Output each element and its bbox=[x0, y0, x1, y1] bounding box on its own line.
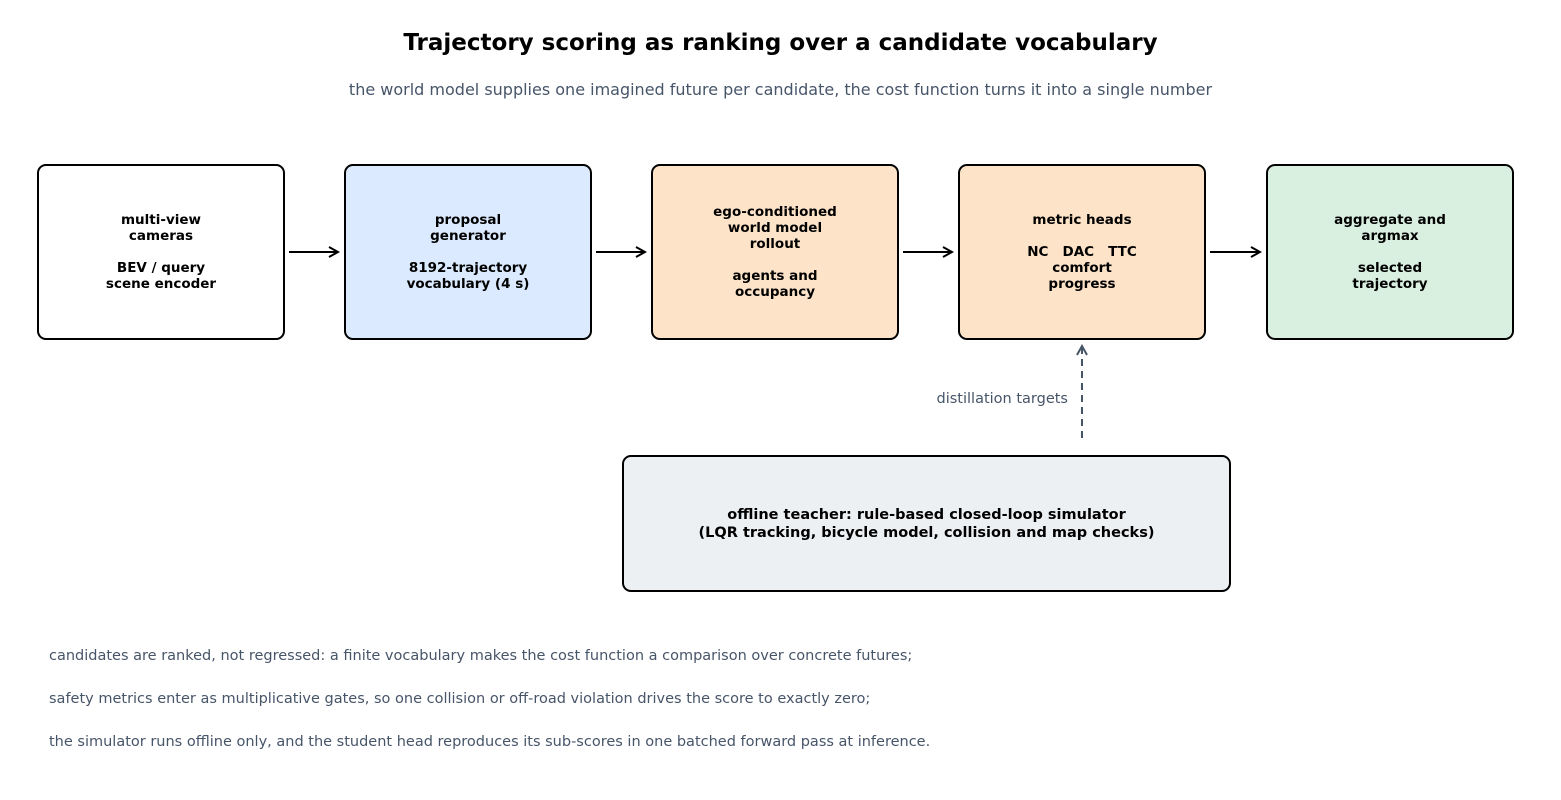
footnote: the simulator runs offline only, and the… bbox=[49, 734, 931, 750]
box-label-line: generator bbox=[430, 228, 506, 244]
box-label-line: NC DAC TTC bbox=[1027, 244, 1137, 260]
proposal-generator-box: proposal generator 8192-trajectory vocab… bbox=[344, 164, 592, 340]
box-label-line: aggregate and bbox=[1334, 212, 1446, 228]
footnote: candidates are ranked, not regressed: a … bbox=[49, 648, 913, 664]
box-label-line: rollout bbox=[749, 236, 801, 252]
box-label-line: (LQR tracking, bicycle model, collision … bbox=[698, 524, 1155, 541]
metric-heads-box: metric heads NC DAC TTC comfort progress bbox=[958, 164, 1206, 340]
box-label-line: comfort bbox=[1052, 260, 1112, 276]
box-label-line: agents and bbox=[732, 268, 818, 284]
box-label-line: scene encoder bbox=[105, 276, 217, 292]
aggregate-argmax-box: aggregate and argmax selected trajectory bbox=[1266, 164, 1514, 340]
footnote: safety metrics enter as multiplicative g… bbox=[49, 691, 871, 707]
box-label-line: occupancy bbox=[734, 284, 816, 300]
box-label-line: multi-view bbox=[120, 212, 202, 228]
box-label-line: 8192-trajectory bbox=[408, 260, 528, 276]
box-label-line: cameras bbox=[128, 228, 194, 244]
scene-encoder-box: multi-view cameras BEV / query scene enc… bbox=[37, 164, 285, 340]
world-model-rollout-box: ego-conditioned world model rollout agen… bbox=[651, 164, 899, 340]
box-label-line: argmax bbox=[1361, 228, 1419, 244]
box-label-line: metric heads bbox=[1032, 212, 1132, 228]
box-label-line: world model bbox=[727, 220, 823, 236]
box-label-line: BEV / query bbox=[116, 260, 206, 276]
diagram-title: Trajectory scoring as ranking over a can… bbox=[403, 30, 1158, 56]
box-label-line: ego-conditioned bbox=[713, 204, 837, 220]
offline-teacher-box: offline teacher: rule-based closed-loop … bbox=[622, 455, 1231, 592]
distillation-label: distillation targets bbox=[936, 391, 1068, 407]
box-label-line: vocabulary (4 s) bbox=[406, 276, 530, 292]
box-label-line: proposal bbox=[434, 212, 502, 228]
box-label-line: offline teacher: rule-based closed-loop … bbox=[727, 506, 1126, 523]
box-label-line: progress bbox=[1048, 276, 1116, 292]
box-label-line: selected bbox=[1357, 260, 1423, 276]
diagram-subtitle: the world model supplies one imagined fu… bbox=[348, 80, 1213, 99]
box-label-line: trajectory bbox=[1352, 276, 1428, 292]
